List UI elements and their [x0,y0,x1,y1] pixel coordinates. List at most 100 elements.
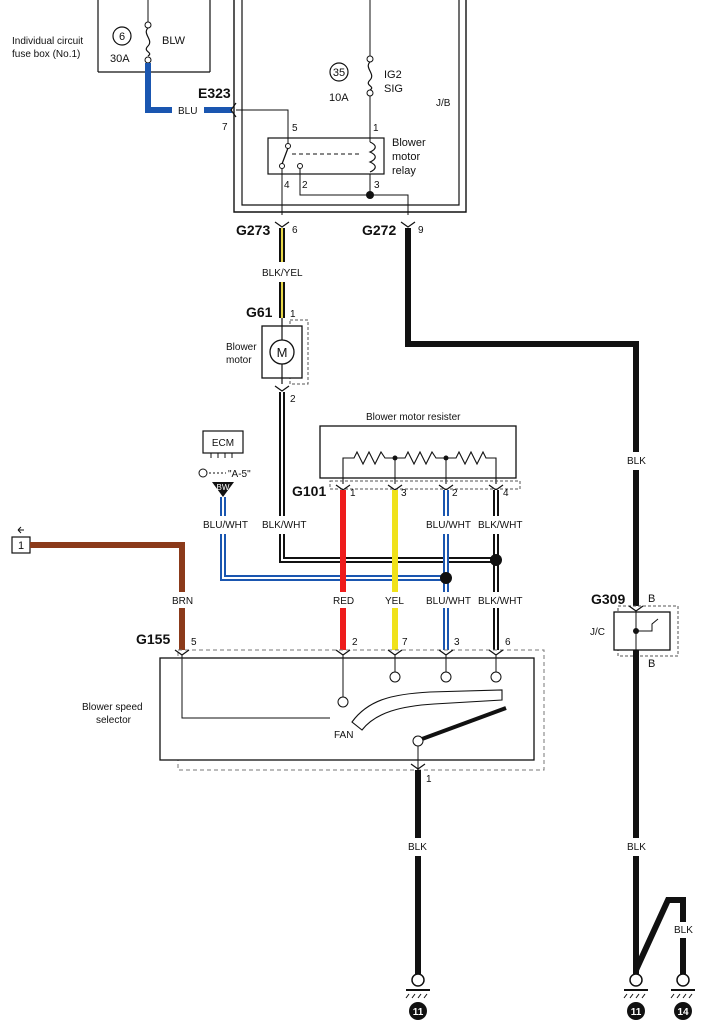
relay-coil [368,141,376,173]
relay-switch-contact [281,147,289,165]
fuse-6-badge [112,26,132,46]
wire-blk-wht-sel: BLK/WHT [478,560,522,650]
relay-pin-4: 4 [284,180,290,191]
wire-red: RED [333,490,354,650]
connector-g101: G101 1 3 2 4 [292,483,509,499]
relay-pin-5: 5 [292,123,298,134]
g155-pin-7: 7 [402,637,408,648]
wire-blu: BLU [145,63,232,117]
connector-g61-pin-top: 1 [290,309,296,320]
wire-blk-selector: BLK [408,770,427,974]
splice-blu-wht [440,572,452,584]
blower-motor-resister: Blower motor resister [319,412,521,490]
wire-blk-yel: BLK/YEL [262,228,303,318]
wire-label-blu-wht-sel: BLU/WHT [426,596,471,607]
wire-blk-main: BLK [405,228,646,606]
connector-e323-pin: 7 [222,122,228,133]
g101-pin-2: 2 [452,488,458,499]
blower-speed-selector: G155 5 2 7 3 6 Blower speed selector FAN… [82,631,545,785]
wire-label-blk-wht-res: BLK/WHT [478,520,522,531]
g101-pin-3: 3 [401,488,407,499]
fuse-35-terminal-top [366,55,374,63]
g155-pin-6: 6 [505,637,511,648]
fuse-6-symbol [145,27,151,57]
g155-pin-5: 5 [191,637,197,648]
wire-label-red: RED [333,596,354,607]
g155-pin-2: 2 [352,637,358,648]
connector-e323-name: E323 [198,85,231,101]
jb-label: J/B [436,98,451,109]
fuse-35-name-1: IG2 [384,69,402,81]
fuse-35-symbol [367,61,373,91]
resister-label: Blower motor resister [366,412,461,423]
ecm-ref: "A-5" [228,469,251,480]
fuse-6-terminal-top [144,21,152,29]
wire-label-blk-wht-sel: BLK/WHT [478,596,522,607]
connector-g61-pin-bottom: 2 [290,394,296,405]
motor-symbol-letter: M [277,345,288,360]
relay-pin-2: 2 [302,180,308,191]
ground-11-a: 11 [405,973,430,1020]
connector-g272: G272 9 [362,221,424,238]
connector-g273: G273 6 [236,221,298,238]
wire-label-blk-jc: BLK [627,842,646,853]
connector-g61-name: G61 [246,304,273,320]
wire-label-blk-main: BLK [627,456,646,467]
fuse-box-label-2: fuse box (No.1) [12,49,80,60]
joint-connector-g309: G309 B J/C B [590,591,679,670]
wire-label-blk-selector: BLK [408,842,427,853]
relay-splice [366,191,374,199]
jc-label: J/C [590,627,605,638]
fuse-35-badge [329,62,349,82]
blower-motor-label-1: Blower [226,342,257,353]
connector-g272-name: G272 [362,222,396,238]
wire-blu-wht-res: BLU/WHT [426,490,471,578]
wire-blk-ground14: BLK [633,897,693,974]
wire-label-blu-wht-ecm: BLU/WHT [203,520,248,531]
wire-blk-wht-motor: BLK/WHT [262,392,496,563]
ecm: ECM "A-5" BW [198,430,251,497]
connector-g273-pin: 6 [292,225,298,236]
ecm-pin-marker [212,482,234,497]
fuse-box-no1: Individual circuit fuse box (No.1) 6 30A… [12,0,211,73]
relay-label-1: Blower [392,137,426,149]
wire-label-blk-ground14: BLK [674,925,693,936]
g155-pin-1: 1 [426,774,432,785]
g101-pin-4: 4 [503,488,509,499]
ground-11-a-badge [409,1002,427,1020]
selector-contact-track [351,689,503,731]
ground-11-b-badge [627,1002,645,1020]
connector-g155-name: G155 [136,631,170,647]
ecm-pin: BW [217,483,230,492]
ground-11-b-label: 11 [631,1007,642,1018]
g101-pin-1: 1 [350,488,356,499]
connector-g273-name: G273 [236,222,270,238]
connector-g309-name: G309 [591,591,625,607]
left-ref-label: 1 [18,540,24,552]
selector-label-2: selector [96,715,132,726]
fuse-6-rating: 30A [110,53,130,65]
fuse-6-terminal-bottom [144,56,152,64]
ground-11-a-label: 11 [413,1007,424,1018]
relay-pin-1: 1 [373,123,379,134]
wire-brn: 1 BRN [11,526,193,650]
junction-block: J/B 35 10A IG2 SIG 5 1 4 2 3 Blower moto… [233,0,467,215]
fuse-35-number: 35 [333,67,345,79]
fuse-35-terminal-bottom [366,89,374,97]
connector-g101-name: G101 [292,483,326,499]
wire-label-blu: BLU [178,106,197,117]
ground-11-b: 11 [623,973,648,1020]
wire-label-blk-wht-motor: BLK/WHT [262,520,306,531]
connector-g309-pin-bottom: B [648,658,655,670]
ecm-label: ECM [212,438,234,449]
wire-label-blu-wht-res: BLU/WHT [426,520,471,531]
ground-14: 14 [670,973,695,1020]
fuse-6-number: 6 [119,31,125,43]
blower-motor-relay [267,137,385,175]
selector-label-1: Blower speed [82,702,143,713]
wire-label-brn: BRN [172,596,193,607]
relay-label-3: relay [392,165,416,177]
wire-blk-wht-res: BLK/WHT [478,490,522,560]
left-arrow-icon [17,526,24,534]
